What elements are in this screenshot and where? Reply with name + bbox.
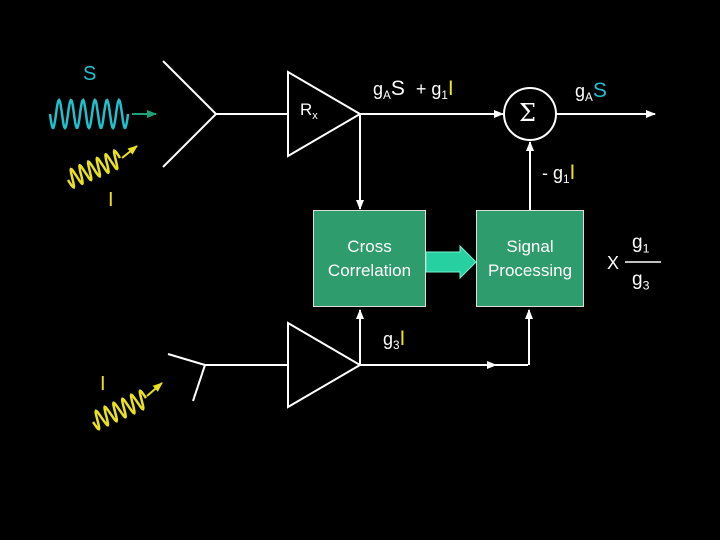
signal-processing-line1: Signal: [506, 236, 554, 256]
scale-denominator: g3: [632, 269, 650, 293]
feedback-minus: - g: [542, 163, 564, 183]
scale-num-sub: 1: [642, 241, 650, 256]
interference-top-label: I: [108, 189, 114, 211]
scale-x-label: X: [607, 253, 620, 273]
interference-wave-bottom-icon: [91, 389, 148, 431]
sigma-icon: Σ: [519, 99, 536, 127]
sum-input-g: g: [373, 79, 384, 99]
rx-amplifier-icon: [287, 70, 362, 158]
sum-input-i: I: [447, 77, 454, 100]
sum-input-g-sub: A: [383, 89, 391, 103]
sum-input-plus: + g: [415, 79, 442, 99]
scale-numerator: g1: [632, 232, 650, 256]
feedback-label: - g1I: [542, 161, 576, 187]
main-antenna-icon: [162, 60, 288, 168]
interference-arrow-top-icon: [121, 145, 138, 159]
sum-output-label: gAS: [575, 79, 607, 105]
scale-den-sub: 3: [642, 278, 650, 293]
signal-processing-line2: Processing: [487, 260, 573, 280]
signal-processing-block: Signal Processing: [476, 210, 584, 307]
rx-label-main: R: [300, 100, 313, 119]
interference-wave-top-icon: [66, 148, 122, 190]
interference-bottom-label: I: [100, 373, 106, 395]
block-arrow-icon: [425, 244, 477, 280]
signal-label: S: [83, 63, 97, 85]
sum-input-label: gAS + g1I: [373, 77, 454, 103]
cross-correlation-line2: Correlation: [327, 260, 412, 280]
rx-label-sub: x: [312, 109, 318, 122]
feedback-sub: 1: [563, 173, 570, 187]
cross-correlation-block: Cross Correlation: [313, 210, 426, 307]
sum-output-g-sub: A: [585, 91, 593, 105]
signal-wave-icon: [48, 97, 130, 130]
interference-arrow-bottom-icon: [146, 382, 163, 397]
lower-path-g: g: [383, 329, 394, 349]
reference-amplifier-icon: [287, 321, 362, 409]
lower-path-label: g3I: [383, 327, 406, 353]
scale-num-g: g: [632, 232, 643, 253]
lower-path-i: I: [399, 327, 406, 350]
scale-den-g: g: [632, 269, 643, 290]
rx-label: Rx: [300, 100, 318, 121]
lower-path-sub: 3: [393, 339, 400, 353]
sum-input-plus-sub: 1: [441, 89, 448, 103]
sum-output-s: S: [592, 79, 607, 102]
cross-correlation-line1: Cross: [347, 236, 392, 256]
feedback-i: I: [569, 161, 576, 184]
reference-antenna-icon: [167, 353, 288, 402]
sum-output-g: g: [575, 81, 586, 101]
sum-input-s: S: [390, 77, 405, 100]
